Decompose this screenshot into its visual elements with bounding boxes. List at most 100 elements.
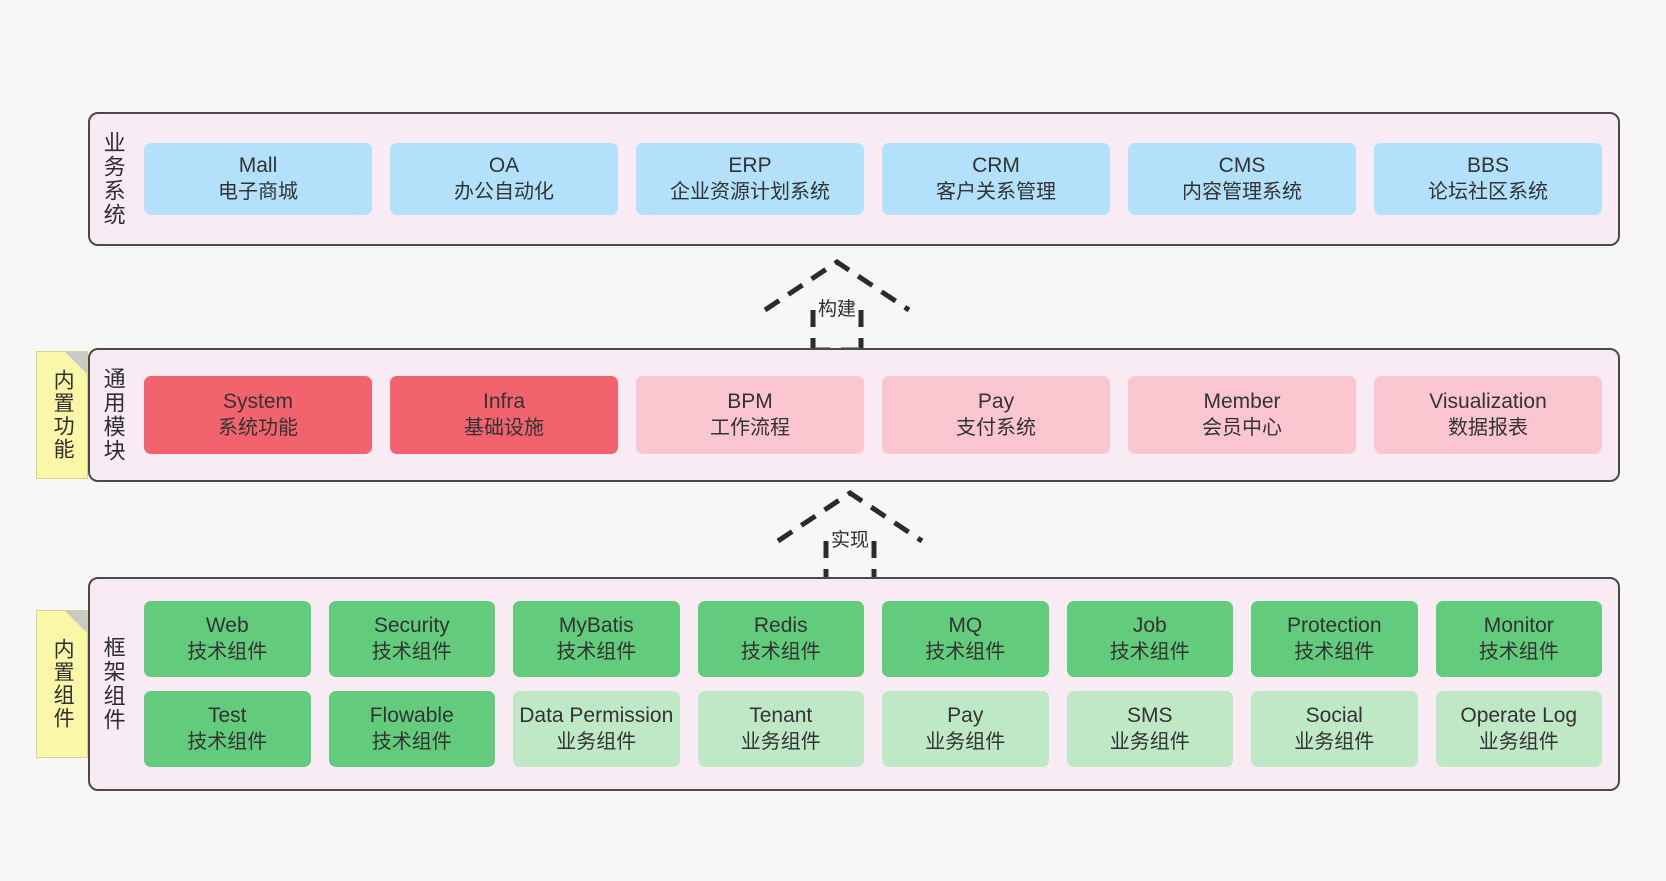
component-card-protection[interactable]: Protection 技术组件 [1251,601,1418,677]
component-title: Data Permission [519,703,674,727]
build-arrow-triangle [763,258,911,313]
module-card-system[interactable]: System 系统功能 [144,376,372,454]
layer-common-module-items: System 系统功能 Infra 基础设施 BPM 工作流程 Pay 支付系统… [136,350,1618,480]
component-card-job[interactable]: Job 技术组件 [1066,601,1233,677]
component-subtitle: 技术组件 [556,640,637,663]
component-title: Operate Log [1460,703,1578,727]
component-subtitle: 技术组件 [187,640,268,663]
component-subtitle: 业务组件 [1478,730,1559,753]
module-card-bpm[interactable]: BPM 工作流程 [636,376,864,454]
layer-business-system-items: Mall 电子商城 OA 办公自动化 ERP 企业资源计划系统 CRM 客户关系… [136,114,1618,244]
component-card-pay[interactable]: Pay 业务组件 [882,691,1049,767]
component-card-data-permission[interactable]: Data Permission 业务组件 [513,691,680,767]
sticky-note-builtin-features: 内置功能 [36,351,88,479]
module-subtitle: 办公自动化 [454,180,554,203]
component-subtitle: 业务组件 [1109,730,1190,753]
module-title: OA [488,153,520,177]
component-subtitle: 技术组件 [371,640,452,663]
module-subtitle: 系统功能 [218,416,298,439]
component-card-security[interactable]: Security 技术组件 [328,601,495,677]
sticky-note-label: 内置组件 [51,638,75,730]
component-title: Monitor [1483,613,1554,637]
component-subtitle: 技术组件 [1478,640,1559,663]
module-title: Member [1203,389,1281,413]
framework-row-technical: Web 技术组件 Security 技术组件 MyBatis 技术组件 Redi… [144,601,1602,677]
component-title: MyBatis [558,613,634,637]
sticky-note-label: 内置功能 [51,369,75,461]
module-card-mall[interactable]: Mall 电子商城 [144,143,372,215]
component-subtitle: 业务组件 [1294,730,1375,753]
component-card-test[interactable]: Test 技术组件 [144,691,311,767]
component-card-social[interactable]: Social 业务组件 [1251,691,1418,767]
connector-build: 构建 [757,256,917,353]
module-title: ERP [728,153,772,177]
realize-arrow-triangle [776,489,924,544]
module-subtitle: 基础设施 [464,416,544,439]
module-card-visualization[interactable]: Visualization 数据报表 [1374,376,1602,454]
module-card-cms[interactable]: CMS 内容管理系统 [1128,143,1356,215]
module-subtitle: 企业资源计划系统 [670,180,830,203]
component-title: Tenant [749,703,813,727]
module-subtitle: 论坛社区系统 [1428,180,1548,203]
component-subtitle: 技术组件 [187,730,268,753]
layer-business-system: 业务系统 Mall 电子商城 OA 办公自动化 ERP 企业资源计划系统 CRM… [88,112,1620,246]
component-title: Redis [753,613,808,637]
component-card-tenant[interactable]: Tenant 业务组件 [697,691,864,767]
module-title: Visualization [1429,389,1547,413]
module-subtitle: 电子商城 [218,180,298,203]
component-subtitle: 业务组件 [925,730,1006,753]
component-title: Security [373,613,450,637]
component-title: Protection [1286,613,1382,637]
component-card-sms[interactable]: SMS 业务组件 [1066,691,1233,767]
business-row: Mall 电子商城 OA 办公自动化 ERP 企业资源计划系统 CRM 客户关系… [144,143,1602,215]
component-title: SMS [1126,703,1173,727]
module-title: Infra [482,389,526,413]
component-title: Test [207,703,247,727]
component-subtitle: 技术组件 [1109,640,1190,663]
component-subtitle: 业务组件 [740,730,821,753]
layer-framework-component-items: Web 技术组件 Security 技术组件 MyBatis 技术组件 Redi… [136,579,1618,789]
module-card-oa[interactable]: OA 办公自动化 [390,143,618,215]
component-title: Job [1132,613,1167,637]
component-subtitle: 业务组件 [556,730,637,753]
layer-framework-component: 框架组件 Web 技术组件 Security 技术组件 MyBatis 技术组件… [88,577,1620,791]
module-title: CMS [1218,153,1266,177]
module-title: CRM [972,153,1020,177]
module-card-crm[interactable]: CRM 客户关系管理 [882,143,1110,215]
common-row: System 系统功能 Infra 基础设施 BPM 工作流程 Pay 支付系统… [144,376,1602,454]
module-subtitle: 支付系统 [956,416,1036,439]
layer-framework-component-label: 框架组件 [100,636,126,732]
module-card-erp[interactable]: ERP 企业资源计划系统 [636,143,864,215]
component-subtitle: 技术组件 [371,730,452,753]
component-card-redis[interactable]: Redis 技术组件 [697,601,864,677]
module-subtitle: 工作流程 [710,416,790,439]
connector-realize: 实现 [770,487,930,584]
module-card-pay[interactable]: Pay 支付系统 [882,376,1110,454]
component-card-monitor[interactable]: Monitor 技术组件 [1435,601,1602,677]
module-subtitle: 客户关系管理 [936,180,1056,203]
component-subtitle: 技术组件 [740,640,821,663]
framework-row-business: Test 技术组件 Flowable 技术组件 Data Permission … [144,691,1602,767]
layer-common-module-label: 通用模块 [100,367,126,463]
module-card-infra[interactable]: Infra 基础设施 [390,376,618,454]
component-card-mq[interactable]: MQ 技术组件 [882,601,1049,677]
module-card-bbs[interactable]: BBS 论坛社区系统 [1374,143,1602,215]
component-subtitle: 技术组件 [1294,640,1375,663]
module-title: BBS [1466,153,1510,177]
component-card-flowable[interactable]: Flowable 技术组件 [328,691,495,767]
component-card-mybatis[interactable]: MyBatis 技术组件 [513,601,680,677]
module-title: System [222,389,293,413]
module-subtitle: 会员中心 [1202,416,1282,439]
component-card-operate-log[interactable]: Operate Log 业务组件 [1435,691,1602,767]
module-title: Pay [977,389,1015,413]
layer-common-module: 通用模块 System 系统功能 Infra 基础设施 BPM 工作流程 Pay… [88,348,1620,482]
module-subtitle: 数据报表 [1448,416,1528,439]
component-card-web[interactable]: Web 技术组件 [144,601,311,677]
component-subtitle: 技术组件 [925,640,1006,663]
module-title: Mall [238,153,278,177]
sticky-note-builtin-components: 内置组件 [36,610,88,758]
component-title: Pay [947,703,984,727]
module-card-member[interactable]: Member 会员中心 [1128,376,1356,454]
layer-business-system-label: 业务系统 [100,131,126,227]
component-title: Social [1305,703,1363,727]
